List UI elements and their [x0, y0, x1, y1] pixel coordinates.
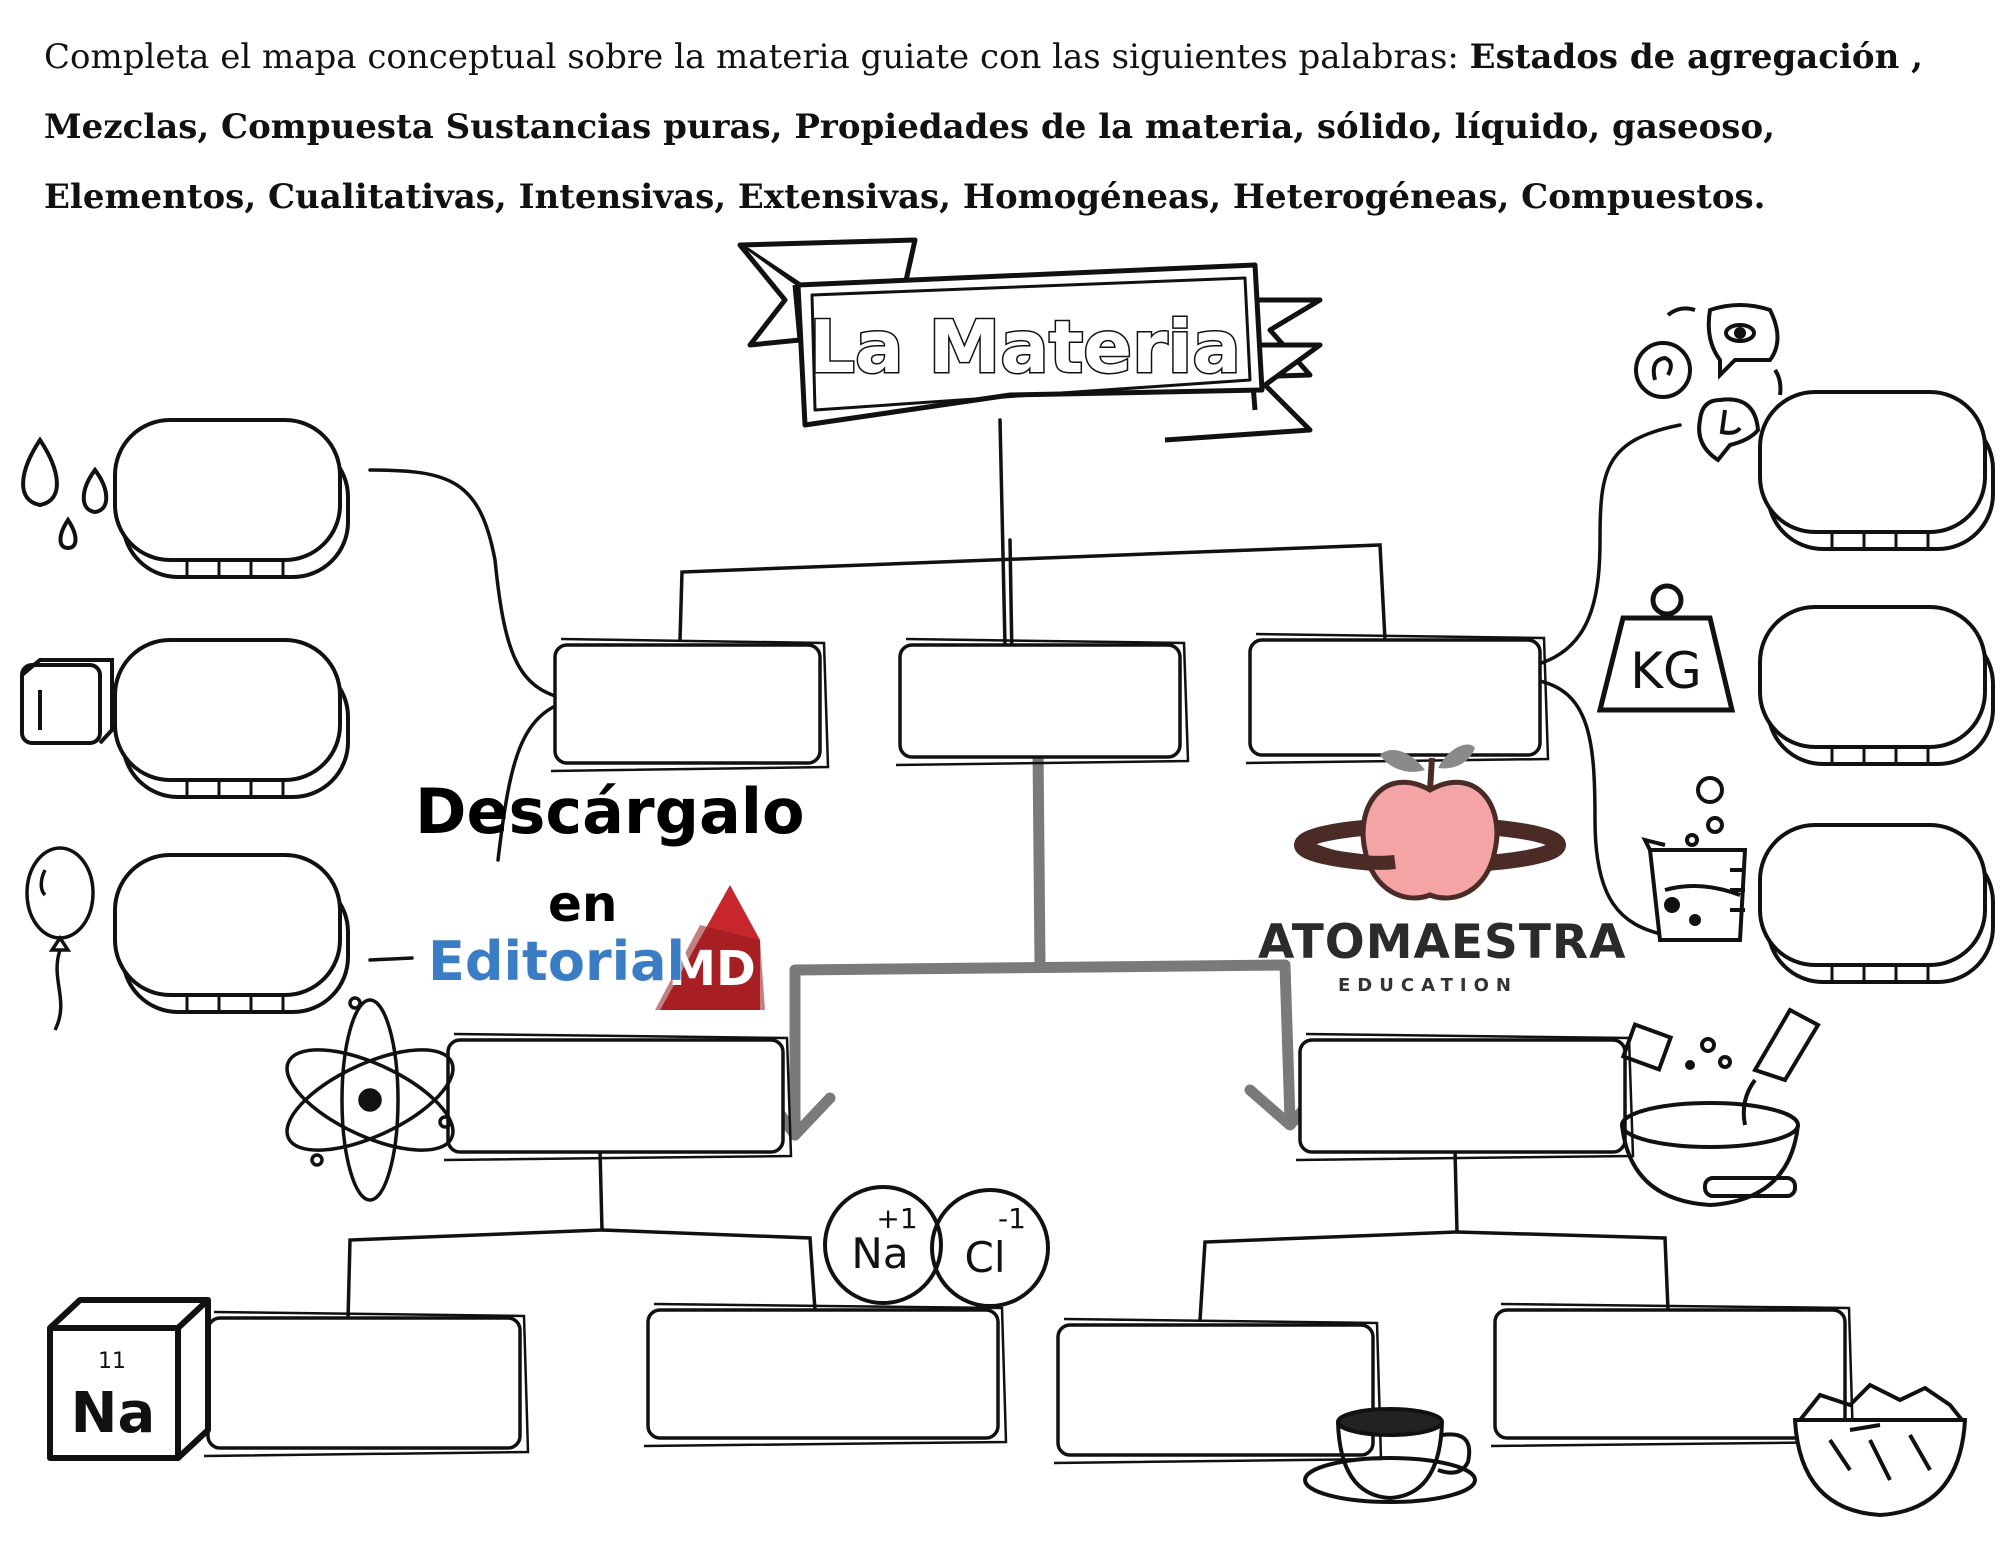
- weight-kg-label: KG: [1630, 642, 1702, 700]
- coffee-cup-icon: [1303, 1407, 1477, 1504]
- answer-box-liquid[interactable]: [113, 418, 350, 579]
- answer-box-qualitative[interactable]: [1758, 390, 1995, 551]
- title-banner: [737, 237, 1323, 443]
- brand-subtitle: EDUCATION: [1338, 975, 1518, 996]
- answer-box-gas[interactable]: [113, 853, 350, 1014]
- beaker-icon: [1641, 776, 1748, 942]
- download-promo-en: en: [548, 875, 618, 933]
- element-symbol: Na: [71, 1381, 156, 1446]
- balloon-icon: [25, 846, 95, 1031]
- answer-box-heterogeneous[interactable]: [1490, 1302, 1855, 1448]
- answer-box-properties[interactable]: [1245, 632, 1550, 765]
- element-number: 11: [98, 1349, 126, 1374]
- answer-box-pure-substances[interactable]: [443, 1032, 793, 1162]
- ions-icon: [823, 1185, 1050, 1308]
- connector-lines: [346, 418, 1682, 1322]
- ion-na-charge: +1: [876, 1202, 917, 1235]
- salad-bowl-icon: [1792, 1382, 1968, 1518]
- editorial-md-logo: [655, 885, 765, 1010]
- ion-cl-charge: -1: [998, 1202, 1026, 1235]
- atomaestra-apple-logo: [1294, 744, 1566, 901]
- answer-box-compounds[interactable]: [643, 1302, 1008, 1448]
- water-drops-icon: [21, 436, 109, 551]
- gray-arrows: [764, 742, 1334, 1141]
- md-logo-letters: MD: [668, 941, 756, 997]
- answer-box-elements[interactable]: [203, 1310, 530, 1458]
- ice-cube-icon: [20, 658, 114, 745]
- answer-box-homogeneous[interactable]: [1053, 1317, 1383, 1465]
- download-promo-text: Descárgalo: [415, 775, 805, 848]
- answer-box-properties-center[interactable]: [895, 637, 1190, 767]
- instructions-text: Completa el mapa conceptual sobre la mat…: [44, 22, 1984, 232]
- answer-box-states[interactable]: [550, 637, 830, 773]
- answer-box-mixtures[interactable]: [1295, 1032, 1635, 1162]
- atom-icon: [285, 996, 455, 1202]
- word-bank: Estados de agregación , Mezclas, Compues…: [44, 37, 1923, 217]
- ion-na-label: Na: [851, 1229, 908, 1278]
- mixing-bowl-icon: [1620, 1007, 1821, 1208]
- answer-box-intensive[interactable]: [1758, 823, 1995, 984]
- map-title: La Materia: [809, 305, 1241, 389]
- answer-box-solid[interactable]: [113, 638, 350, 799]
- senses-icon: [1634, 303, 1783, 463]
- answer-boxes: [113, 390, 1995, 1465]
- brand-name: ATOMAESTRA: [1258, 915, 1627, 970]
- answer-box-extensive[interactable]: [1758, 605, 1995, 766]
- weight-kg-icon: [1596, 583, 1736, 713]
- sodium-element-icon: [47, 1297, 211, 1461]
- editorial-name: Editorial: [428, 930, 686, 993]
- ion-cl-label: Cl: [965, 1233, 1006, 1282]
- instructions-lead: Completa el mapa conceptual sobre la mat…: [44, 37, 1470, 77]
